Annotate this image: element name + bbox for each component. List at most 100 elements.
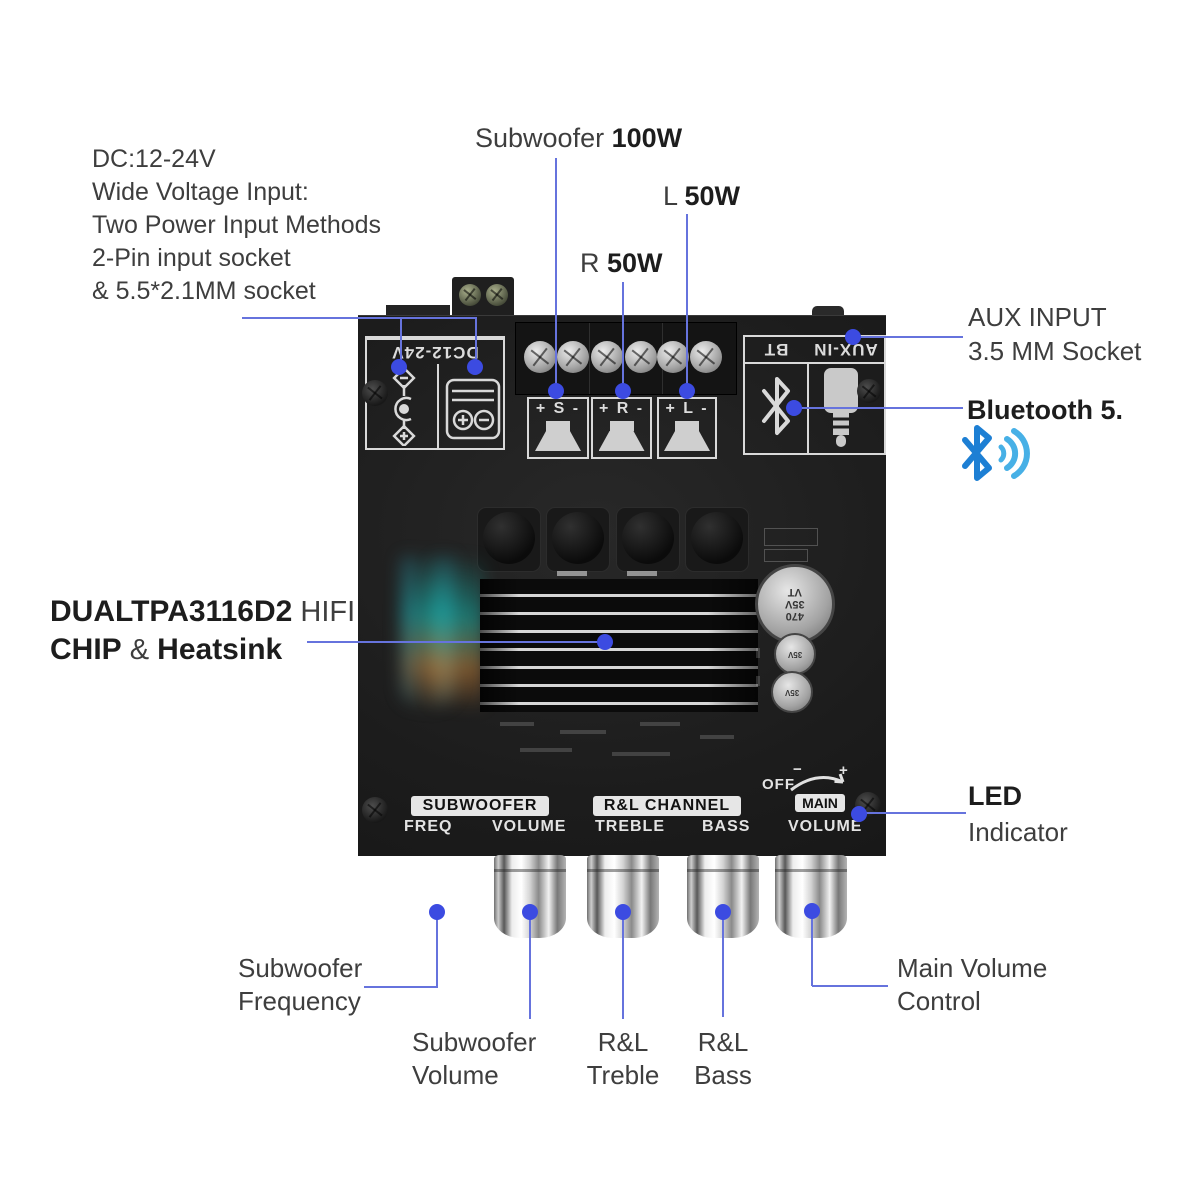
sub-freq-note: Subwoofer Frequency (238, 953, 363, 1016)
power-terminal-screw (486, 284, 508, 306)
dc-input-label: DC12-24V (367, 338, 503, 364)
left-terminal-label: + L - (665, 400, 709, 417)
callout-line-bass (722, 917, 724, 1017)
bluetooth-rune-icon (762, 377, 790, 435)
speaker-icon (535, 431, 581, 451)
rl-channel-section-label: R&L CHANNEL (603, 797, 731, 814)
bluetooth-note: Bluetooth 5. (967, 395, 1123, 425)
callout-line-bluetooth (799, 407, 963, 409)
bass-label: BASS (702, 818, 751, 835)
corner-screw (362, 797, 388, 823)
callout-line-power (475, 317, 477, 361)
subwoofer-output-box: + S - (527, 397, 589, 459)
inductor-label-strip (557, 571, 587, 576)
led-note: LED Indicator (968, 781, 1068, 847)
chip-note: DUALTPA3116D2 HIFI CHIP & Heatsink (50, 595, 356, 666)
sub-vol-note: Subwoofer Volume (412, 1027, 537, 1090)
callout-line-main-vol (812, 985, 888, 987)
right-terminal-label: + R - (598, 400, 645, 417)
callout-dot-2pin-socket (467, 359, 483, 375)
bt-label: BT (763, 340, 789, 359)
terminal-screw (657, 341, 689, 373)
inductor-label-strip (627, 571, 657, 576)
callout-dot-sub-vol (522, 904, 538, 920)
speaker-icon (675, 421, 699, 431)
capacitor-small: 35V (774, 633, 816, 675)
callout-line-l-50w (686, 214, 688, 387)
terminal-screw (690, 341, 722, 373)
subwoofer-terminal-label: + S - (535, 400, 581, 417)
terminal-screw (557, 341, 589, 373)
callout-line-sub-freq (436, 918, 438, 988)
callout-line-power (400, 317, 402, 361)
subwoofer-section-box: SUBWOOFER (411, 796, 549, 816)
terminal-screw (625, 341, 657, 373)
callout-dot-led (851, 806, 867, 822)
main-volume-label: VOLUME (788, 818, 863, 835)
volume-direction-arrow: − + (790, 762, 848, 792)
subwoofer-section-label: SUBWOOFER (422, 797, 538, 814)
main-section-box: MAIN (795, 794, 845, 812)
subwoofer-volume-label: VOLUME (492, 818, 567, 835)
subwoofer-freq-knob (401, 556, 455, 708)
speaker-icon (609, 421, 634, 431)
svg-text:−: − (793, 762, 802, 778)
callout-dot-subwoofer-out (548, 383, 564, 399)
callout-line-chip (307, 641, 603, 643)
speaker-icon (598, 431, 645, 451)
callout-dot-bass (715, 904, 731, 920)
aux-input-note: AUX INPUT 3.5 MM Socket (968, 302, 1142, 366)
terminal-screw (591, 341, 623, 373)
main-section-label: MAIN (802, 795, 838, 811)
terminal-cell (516, 323, 590, 394)
left-output-box: + L - (657, 397, 717, 459)
speaker-icon (664, 431, 710, 451)
corner-screw (857, 379, 881, 403)
capacitor-label: 35V (787, 650, 803, 659)
heatsink (480, 579, 758, 712)
treble-label: TREBLE (595, 818, 665, 835)
power-input-note: DC:12-24V Wide Voltage Input: Two Power … (92, 145, 382, 305)
inductor (546, 507, 610, 572)
power-terminal-block (452, 277, 514, 319)
callout-dot-aux (845, 329, 861, 345)
rl-channel-section-box: R&L CHANNEL (593, 796, 741, 816)
subwoofer-power-label: Subwoofer 100W (475, 123, 683, 153)
inductor (616, 507, 680, 572)
main-vol-note: Main Volume Control (897, 953, 1048, 1016)
callout-dot-left-out (679, 383, 695, 399)
right-output-box: + R - (591, 397, 652, 459)
callout-dot-sub-freq (429, 904, 445, 920)
barrel-jack-polarity-icon (392, 368, 416, 446)
callout-line-treble (622, 918, 624, 1019)
freq-label: FREQ (404, 818, 453, 835)
aux-jack-icon (824, 368, 858, 447)
bt-aux-silkscreen-box: BT AUX-IN (743, 335, 886, 455)
power-terminal-screw (459, 284, 481, 306)
capacitor-label: 35V (784, 688, 800, 697)
capacitor-470uf: 470 35V VT (755, 564, 835, 644)
inductor (477, 507, 541, 572)
two-pin-socket-icon (445, 378, 501, 440)
treble-note: R&L Treble (586, 1027, 660, 1090)
bass-note: R&L Bass (694, 1027, 752, 1090)
cell-divider (437, 364, 439, 448)
callout-dot-chip (597, 634, 613, 650)
callout-line-power (242, 317, 477, 319)
callout-dot-bluetooth (786, 400, 802, 416)
callout-line-r-50w (622, 282, 624, 387)
inductor (685, 507, 749, 572)
callout-line-sub-vol (529, 918, 531, 1019)
callout-line-main-vol (811, 917, 813, 986)
callout-dot-right-out (615, 383, 631, 399)
capacitor-small: 35V (771, 671, 813, 713)
left-power-label: L 50W (663, 181, 741, 211)
callout-dot-main-vol (804, 903, 820, 919)
capacitor-label: 470 35V VT (785, 586, 805, 622)
terminal-screw (524, 341, 556, 373)
callout-dot-treble (615, 904, 631, 920)
callout-line-subwoofer-100w (555, 158, 557, 387)
right-power-label: R 50W (580, 248, 663, 278)
callout-line-aux (857, 336, 963, 338)
